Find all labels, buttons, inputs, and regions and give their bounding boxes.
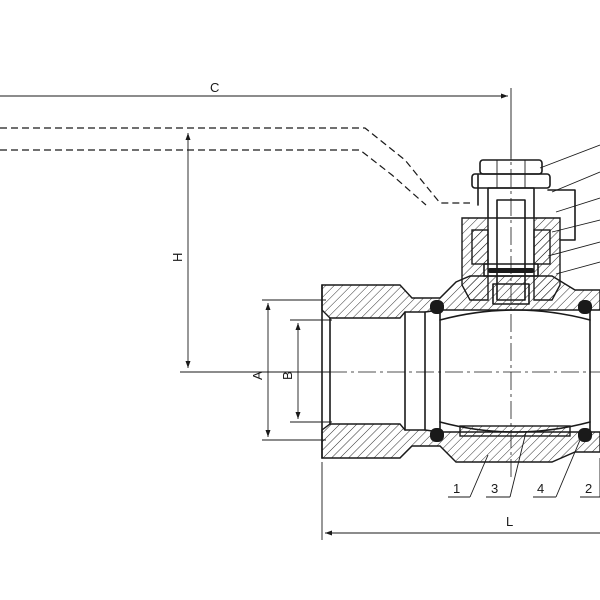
- center-lines: [300, 140, 600, 480]
- dimension-b: B: [280, 319, 332, 423]
- callout-1: 1: [453, 481, 460, 496]
- leader-lines-right: [539, 144, 600, 275]
- callout-numbers: 1 3 4 2: [453, 481, 592, 496]
- dimension-c: C: [0, 80, 512, 160]
- lever-handle: [0, 127, 576, 241]
- dimension-b-label: B: [280, 371, 295, 380]
- callout-4: 4: [537, 481, 544, 496]
- valve-body: [321, 275, 600, 463]
- dimension-h: H: [170, 133, 330, 373]
- dimension-l: L: [321, 462, 600, 540]
- callout-leaders: [448, 431, 600, 498]
- dimension-a: A: [250, 299, 326, 441]
- dimension-l-label: L: [506, 514, 513, 529]
- callout-2: 2: [585, 481, 592, 496]
- callout-3: 3: [491, 481, 498, 496]
- dimension-h-label: H: [170, 253, 185, 262]
- dimension-c-label: C: [210, 80, 219, 95]
- dimension-a-label: A: [250, 371, 265, 380]
